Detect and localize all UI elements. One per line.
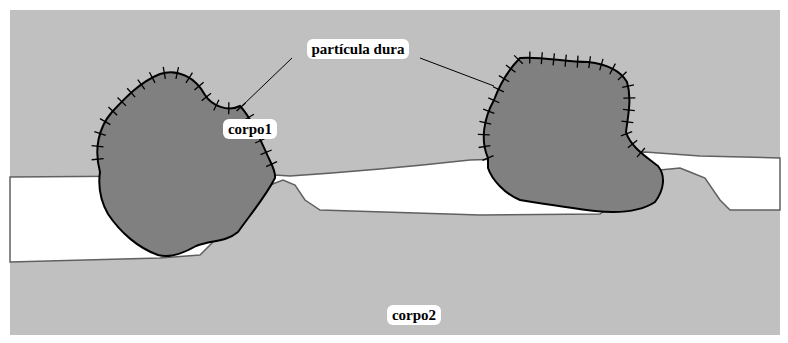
embedding-tick [92,159,104,160]
embedding-tick [108,107,117,115]
embedding-tick [618,72,627,80]
embedding-tick [628,140,637,148]
embedding-tick [163,67,165,79]
embedding-tick [266,162,277,167]
embedding-tick [186,73,192,83]
embedding-tick [202,93,211,101]
embedding-tick [589,56,591,68]
embedding-tick [622,85,634,87]
leader-line [242,58,292,106]
embedding-tick [577,56,579,68]
embedding-tick [478,134,490,136]
embedding-tick [610,64,616,75]
embedding-tick [127,88,135,97]
hard-particle [484,58,663,212]
embedding-tick [637,148,645,157]
embedding-tick [621,121,633,123]
embedding-tick [149,72,155,83]
embedding-tick [488,98,499,103]
embedding-tick [623,97,635,98]
embedding-tick [483,109,494,113]
embedding-tick [92,146,104,147]
embedding-tick [499,76,509,82]
embedding-tick [565,55,566,67]
embedding-tick [118,97,127,105]
particle-label: partícula dura [307,39,410,59]
embedding-marks [92,52,645,167]
embedding-tick [514,55,523,63]
embedding-tick [553,53,554,65]
embedding-tick [138,80,145,90]
embedding-tick [100,119,110,125]
leader-line [420,58,494,86]
embedding-tick [621,132,632,136]
embedding-tick [529,52,530,64]
embedding-tick [479,146,491,148]
body-label: corpo1 [223,119,277,139]
body-label: corpo2 [387,305,441,325]
embedding-tick [493,87,504,92]
embedding-tick [94,132,105,136]
embedding-tick [623,109,635,110]
body-ground [10,10,780,335]
embedding-tick [506,65,516,72]
embedding-tick [482,156,493,161]
embedding-tick [214,100,219,111]
embedding-tick [194,82,203,90]
embedding-tick [228,102,229,114]
embedding-tick [541,52,543,64]
embedding-tick [261,150,272,155]
embedding-tick [176,67,179,79]
embedding-tick [600,59,603,71]
embedding-tick [479,121,491,124]
